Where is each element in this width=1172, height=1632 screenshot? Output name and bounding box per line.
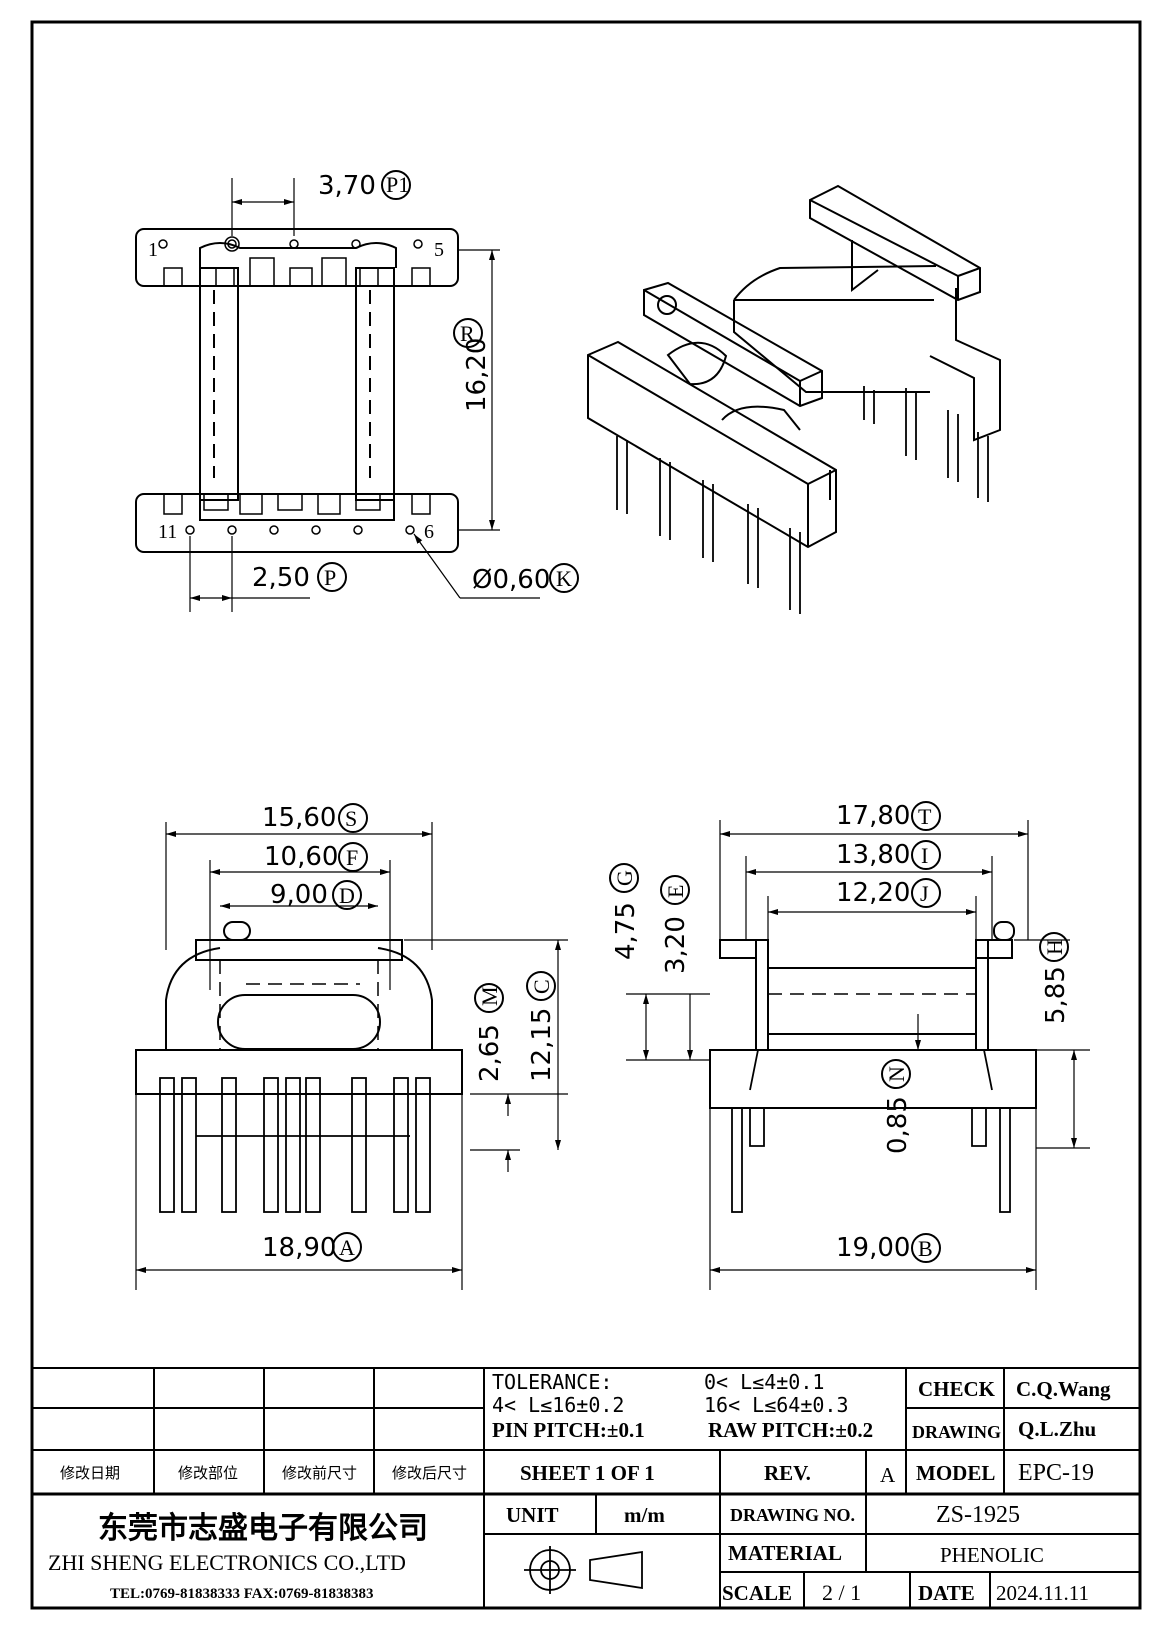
unit-value: m/m (624, 1503, 665, 1527)
date-value: 2024.11.11 (996, 1581, 1089, 1605)
hole-tag: K (556, 566, 572, 591)
tolerance-1: 0< L≤4±0.1 (704, 1370, 824, 1394)
side-vdim-n: 0,85 (883, 1096, 913, 1154)
front-dim-a: 18,90 (262, 1233, 336, 1263)
scale-label: SCALE (722, 1581, 792, 1605)
height-dim: 16,20 (462, 338, 492, 412)
side-tag-t: T (918, 804, 932, 829)
scale-value: 2 / 1 (822, 1580, 861, 1605)
side-tag-j: J (920, 881, 929, 906)
top-view (135, 178, 540, 612)
side-tag-b: B (918, 1236, 933, 1261)
front-dim-s: 15,60 (262, 803, 336, 833)
pin-label-11: 11 (158, 521, 177, 543)
front-tag-a: A (339, 1235, 355, 1260)
date-label: DATE (918, 1581, 975, 1605)
front-vdim-c: 12,15 (527, 1008, 557, 1082)
side-vdim-h: 5,85 (1041, 966, 1071, 1024)
side-vtag-n: N (884, 1066, 909, 1082)
side-tag-i: I (921, 843, 928, 868)
front-vtag-m: M (477, 986, 502, 1006)
drawing-no-label: DRAWING NO. (730, 1505, 855, 1525)
rev-header-before: 修改前尺寸 (282, 1465, 357, 1482)
sheet-info: SHEET 1 OF 1 (520, 1461, 655, 1485)
height-tag: R (460, 321, 475, 346)
front-tag-s: S (345, 806, 357, 831)
model-label: MODEL (916, 1461, 995, 1485)
pitch-dim: 3,70 (318, 171, 376, 201)
check-value: C.Q.Wang (1016, 1377, 1111, 1401)
rev-header-date: 修改日期 (60, 1465, 120, 1482)
front-tag-f: F (346, 845, 358, 870)
pin-label-5: 5 (434, 239, 444, 261)
side-vtag-g: G (612, 870, 637, 886)
pin-pitch: PIN PITCH:±0.1 (492, 1418, 645, 1442)
front-dim-d: 9,00 (270, 880, 328, 910)
side-vtag-h: H (1042, 939, 1067, 955)
side-view (626, 820, 1090, 1290)
drawing-label: DRAWING (912, 1422, 1001, 1442)
drawing-no-value: ZS-1925 (936, 1502, 1020, 1528)
model-value: EPC-19 (1018, 1460, 1094, 1486)
pin-label-1: 1 (148, 239, 158, 261)
side-vtag-e: E (663, 885, 688, 898)
tolerance-3: 16< L≤64±0.3 (704, 1393, 849, 1417)
raw-pitch: RAW PITCH:±0.2 (708, 1418, 873, 1442)
side-dim-t: 17,80 (836, 801, 910, 831)
sheet-border (30, 20, 1142, 1610)
front-vtag-c: C (529, 979, 554, 994)
hole-dim: Ø0,60 (472, 565, 550, 595)
front-dim-f: 10,60 (264, 842, 338, 872)
tolerance-label: TOLERANCE: (492, 1370, 612, 1394)
side-vdim-e: 3,20 (661, 916, 691, 974)
side-dim-b: 19,00 (836, 1233, 910, 1263)
rev-value: A (880, 1463, 896, 1487)
rev-label: REV. (764, 1461, 811, 1485)
check-label: CHECK (918, 1377, 996, 1401)
isometric-view (587, 184, 1001, 614)
tolerance-2: 4< L≤16±0.2 (492, 1393, 624, 1417)
material-label: MATERIAL (728, 1541, 842, 1565)
unit-label: UNIT (506, 1503, 559, 1527)
drawing-value: Q.L.Zhu (1018, 1417, 1097, 1441)
side-vdim-g: 4,75 (611, 902, 641, 960)
front-tag-d: D (339, 883, 355, 908)
pin-label-6: 6 (424, 521, 434, 543)
company-cn: 东莞市志盛电子有限公司 (98, 1511, 428, 1546)
pin-spacing-dim: 2,50 (252, 563, 310, 593)
front-vdim-m: 2,65 (475, 1024, 505, 1082)
front-view (135, 822, 568, 1290)
rev-header-part: 修改部位 (178, 1465, 238, 1482)
side-dim-j: 12,20 (836, 878, 910, 908)
rev-header-after: 修改后尺寸 (392, 1465, 467, 1482)
title-block (32, 1367, 1140, 1608)
material-value: PHENOLIC (940, 1543, 1044, 1567)
contact-info: TEL:0769-81838333 FAX:0769-81838383 (110, 1586, 373, 1602)
pitch-tag: P1 (386, 172, 409, 197)
company-en: ZHI SHENG ELECTRONICS CO.,LTD (48, 1550, 406, 1575)
side-dim-i: 13,80 (836, 840, 910, 870)
pin-spacing-tag: P (324, 565, 336, 590)
